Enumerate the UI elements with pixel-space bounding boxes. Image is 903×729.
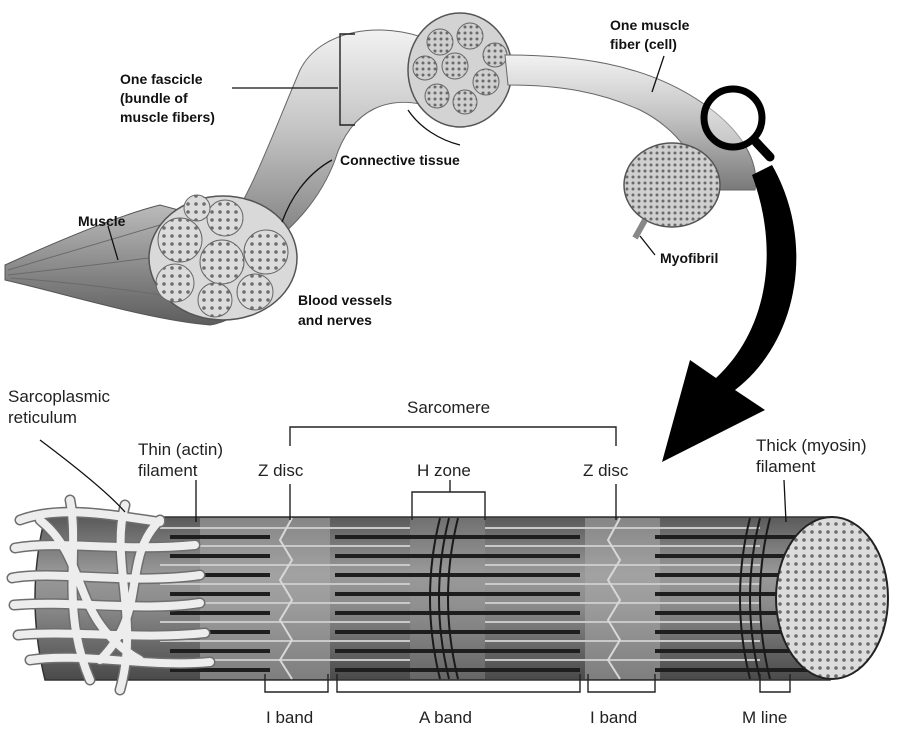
label-one-muscle: One muscle — [610, 17, 690, 33]
label-sarcomere: Sarcomere — [407, 398, 490, 417]
label-bundle-of: (bundle of — [120, 90, 188, 106]
label-myofibril: Myofibril — [660, 250, 718, 266]
label-one-fascicle: One fascicle — [120, 71, 203, 87]
label-thin-actin: Thin (actin) — [138, 440, 223, 459]
muscle-cross-section — [149, 195, 297, 320]
label-z-disc-left: Z disc — [258, 461, 304, 480]
label-blood-vessels: Blood vessels — [298, 292, 392, 308]
leader-thick — [784, 480, 786, 522]
label-muscle-fibers: muscle fibers) — [120, 109, 215, 125]
myofibril-end-cap — [776, 517, 888, 679]
hzone-bracket — [412, 480, 485, 520]
label-connective-tissue: Connective tissue — [340, 152, 460, 168]
label-m-line: M line — [742, 708, 787, 727]
label-i-band-right: I band — [590, 708, 637, 727]
label-reticulum: reticulum — [8, 408, 77, 427]
label-h-zone: H zone — [417, 461, 471, 480]
label-muscle: Muscle — [78, 213, 126, 229]
label-i-band-left: I band — [266, 708, 313, 727]
fascicle-cross-section — [408, 13, 512, 127]
label-and-nerves: and nerves — [298, 312, 372, 328]
sarcomere-bracket — [290, 427, 616, 446]
label-a-band: A band — [419, 708, 472, 727]
label-thin-filament: filament — [138, 461, 198, 480]
label-fiber-cell: fiber (cell) — [610, 36, 677, 52]
label-z-disc-right: Z disc — [583, 461, 629, 480]
label-thick-filament: filament — [756, 457, 816, 476]
fiber-cross-section — [624, 143, 720, 227]
leader-sarco — [40, 440, 125, 512]
label-sarcoplasmic: Sarcoplasmic — [8, 387, 111, 406]
label-thick-myosin: Thick (myosin) — [756, 436, 867, 455]
